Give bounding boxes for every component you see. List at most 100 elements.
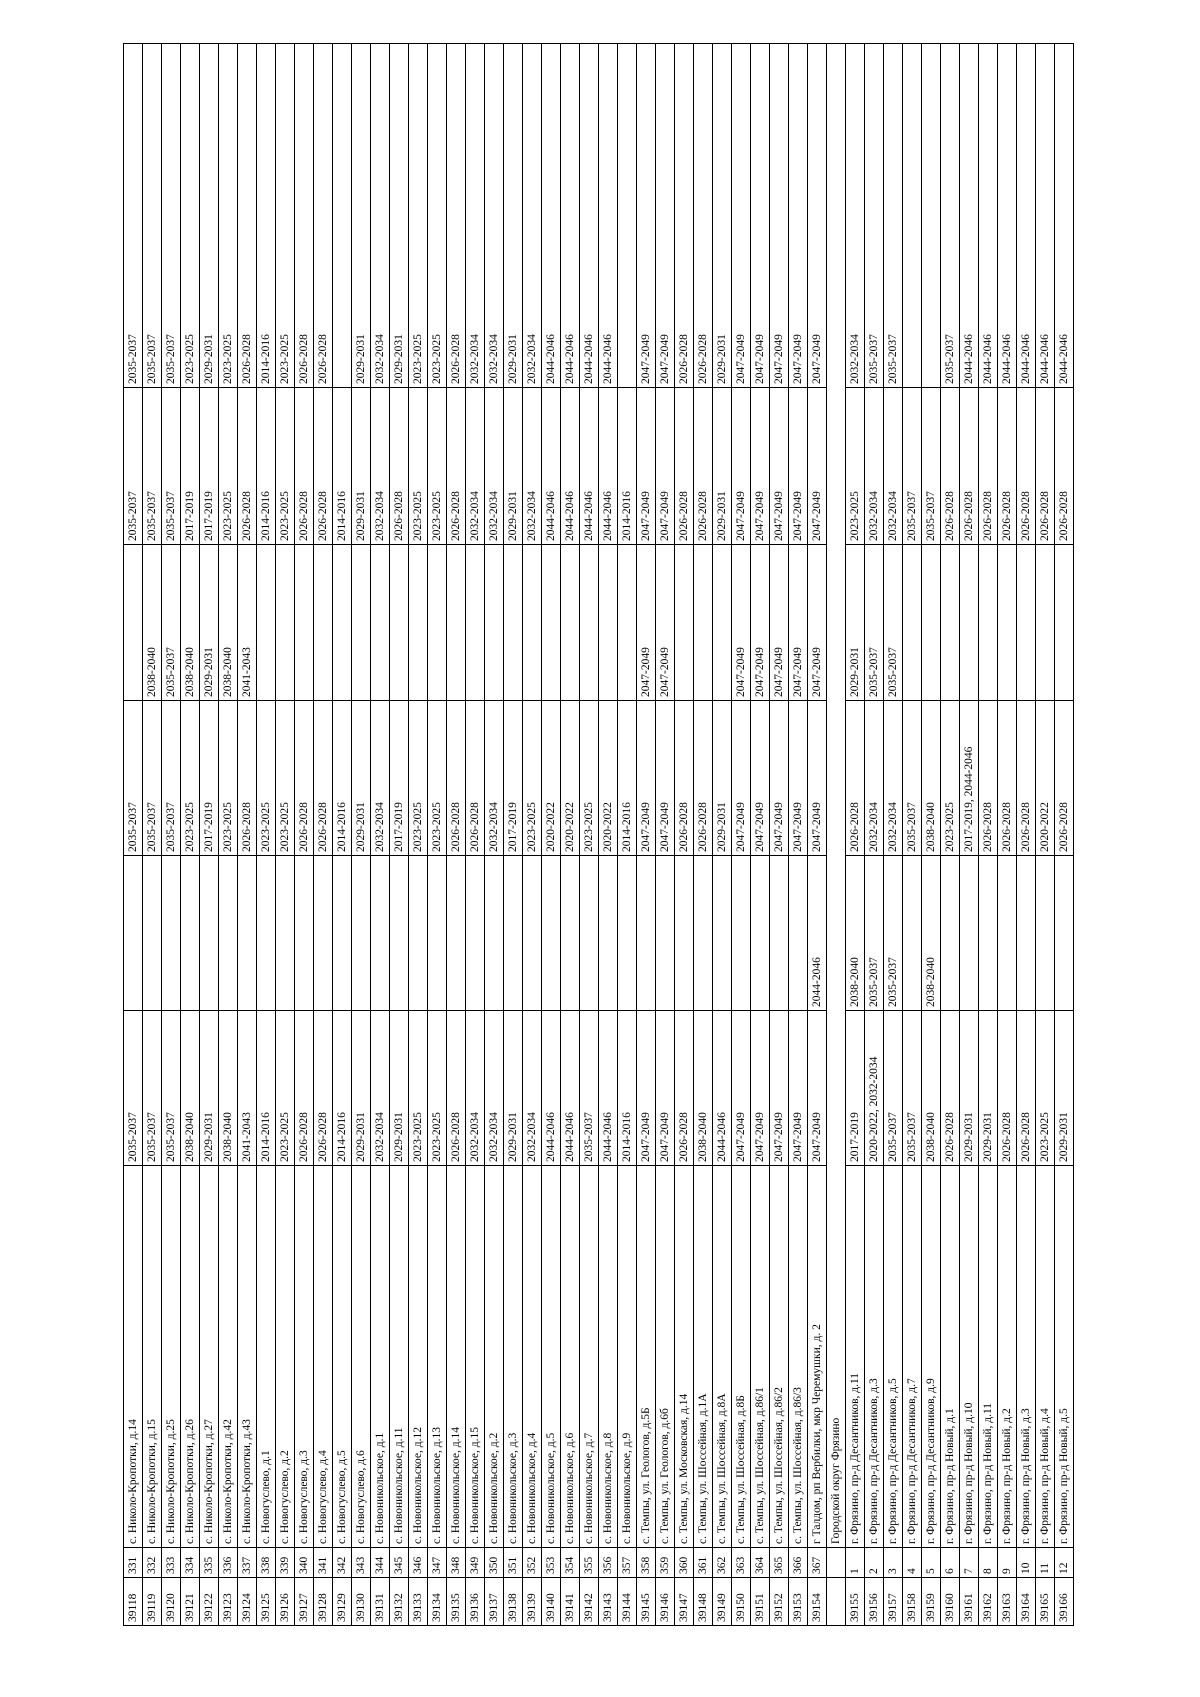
period-cell-5: 2032-2034 <box>484 387 504 545</box>
period-cell-4 <box>294 544 314 701</box>
row-number-cell: 355 <box>579 1547 599 1578</box>
row-id-cell: 39129 <box>332 1577 352 1626</box>
period-cell-4 <box>503 544 523 701</box>
period-cell-2 <box>560 855 580 1011</box>
row-id-cell: 39146 <box>655 1577 675 1626</box>
address-cell: с. Темпы, ул. Шоссейная, д.86/3 <box>788 1165 808 1548</box>
period-cell-4 <box>446 544 466 701</box>
period-cell-5: 2044-2046 <box>560 387 580 545</box>
period-cell-3: 2035-2037 <box>902 700 922 856</box>
period-cell-4 <box>674 544 694 701</box>
period-cell-1: 2029-2031 <box>199 1010 219 1166</box>
row-number-cell: 351 <box>503 1547 523 1578</box>
period-cell-3: 2023-2025 <box>275 700 295 856</box>
period-cell-4: 2035-2037 <box>161 544 181 701</box>
period-cell-6: 2035-2037 <box>864 43 884 388</box>
period-cell-1: 2044-2046 <box>560 1010 580 1166</box>
period-cell-5: 2035-2037 <box>142 387 162 545</box>
period-cell-2 <box>389 855 409 1011</box>
period-cell-4 <box>598 544 618 701</box>
period-cell-5: 2026-2028 <box>940 387 960 545</box>
period-cell-5: 2035-2037 <box>921 387 941 545</box>
period-cell-1: 2026-2028 <box>294 1010 314 1166</box>
address-cell: с. Новоникольское, д.4 <box>522 1165 542 1548</box>
period-cell-5: 2026-2028 <box>1016 387 1036 545</box>
period-cell-2 <box>693 855 713 1011</box>
period-cell-3: 2026-2028 <box>978 700 998 856</box>
address-cell: г. Фрязино, пр-д Десантников, д.5 <box>883 1165 903 1548</box>
period-cell-5: 2047-2049 <box>788 387 808 545</box>
period-cell-1: 2026-2028 <box>313 1010 333 1166</box>
period-cell-1: 2014-2016 <box>332 1010 352 1166</box>
address-cell: г. Фрязино, пр-д Новый, д.2 <box>997 1165 1017 1548</box>
period-cell-2 <box>503 855 523 1011</box>
period-cell-1: 2017-2019 <box>845 1010 865 1166</box>
period-cell-1: 2035-2037 <box>902 1010 922 1166</box>
period-cell-3: 2023-2025 <box>256 700 276 856</box>
address-cell: с. Темпы, ул. Шоссейная, д.8Б <box>731 1165 751 1548</box>
address-cell: г. Фрязино, пр-д Десантников, д.3 <box>864 1165 884 1548</box>
period-cell-6: 2044-2046 <box>560 43 580 388</box>
address-cell: с. Темпы, ул. Шоссейная, д.1А <box>693 1165 713 1548</box>
period-cell-2 <box>674 855 694 1011</box>
period-cell-2 <box>655 855 675 1011</box>
row-number-cell: 11 <box>1035 1547 1055 1578</box>
period-cell-5: 2026-2028 <box>237 387 257 545</box>
address-cell: с. Темпы, ул. Шоссейная, д.86/2 <box>769 1165 789 1548</box>
period-cell-6 <box>902 43 922 388</box>
period-cell-6: 2029-2031 <box>199 43 219 388</box>
period-cell-6: 2044-2046 <box>1016 43 1036 388</box>
row-number-cell: 3 <box>883 1547 903 1578</box>
period-cell-5: 2032-2034 <box>465 387 485 545</box>
period-cell-4 <box>256 544 276 701</box>
period-cell-2 <box>712 855 732 1011</box>
row-id-cell: 39153 <box>788 1577 808 1626</box>
row-id-cell: 39160 <box>940 1577 960 1626</box>
period-cell-6: 2047-2049 <box>807 43 827 388</box>
period-cell-2 <box>351 855 371 1011</box>
row-number-cell: 362 <box>712 1547 732 1578</box>
period-cell-2: 2035-2037 <box>864 855 884 1011</box>
period-cell-4 <box>902 544 922 701</box>
row-id-cell: 39126 <box>275 1577 295 1626</box>
row-number-cell: 332 <box>142 1547 162 1578</box>
period-cell-1: 2029-2031 <box>959 1010 979 1166</box>
period-cell-1: 2047-2049 <box>769 1010 789 1166</box>
row-number-cell: 358 <box>636 1547 656 1578</box>
period-cell-4 <box>997 544 1017 701</box>
period-cell-4 <box>313 544 333 701</box>
address-cell: с. Николо-Кропотки, д.15 <box>142 1165 162 1548</box>
period-cell-2 <box>1054 855 1074 1011</box>
period-cell-5: 2026-2028 <box>674 387 694 545</box>
period-cell-4 <box>712 544 732 701</box>
period-cell-4: 2029-2031 <box>845 544 865 701</box>
period-cell-3: 2020-2022 <box>1035 700 1055 856</box>
period-cell-4: 2035-2037 <box>883 544 903 701</box>
period-cell-4 <box>351 544 371 701</box>
period-cell-2 <box>731 855 751 1011</box>
address-cell: г. Фрязино, пр-д Новый, д.11 <box>978 1165 998 1548</box>
period-cell-1: 2032-2034 <box>370 1010 390 1166</box>
address-cell: с. Новогуслево, д.3 <box>294 1165 314 1548</box>
period-cell-5: 2032-2034 <box>370 387 390 545</box>
address-cell: с. Темпы, ул. Шоссейная, д.8А <box>712 1165 732 1548</box>
row-id-cell: 39149 <box>712 1577 732 1626</box>
address-cell: с. Николо-Кропотки, д.26 <box>180 1165 200 1548</box>
period-cell-6: 2035-2037 <box>142 43 162 388</box>
row-id-cell: 39142 <box>579 1577 599 1626</box>
period-cell-5: 2029-2031 <box>503 387 523 545</box>
period-cell-3: 2032-2034 <box>883 700 903 856</box>
period-cell-4 <box>123 544 143 701</box>
row-number-cell: 360 <box>674 1547 694 1578</box>
period-cell-5: 2026-2028 <box>313 387 333 545</box>
period-cell-1: 2047-2049 <box>636 1010 656 1166</box>
period-cell-3: 2017-2019 <box>199 700 219 856</box>
row-id-cell: 39151 <box>750 1577 770 1626</box>
row-number-cell: 348 <box>446 1547 466 1578</box>
